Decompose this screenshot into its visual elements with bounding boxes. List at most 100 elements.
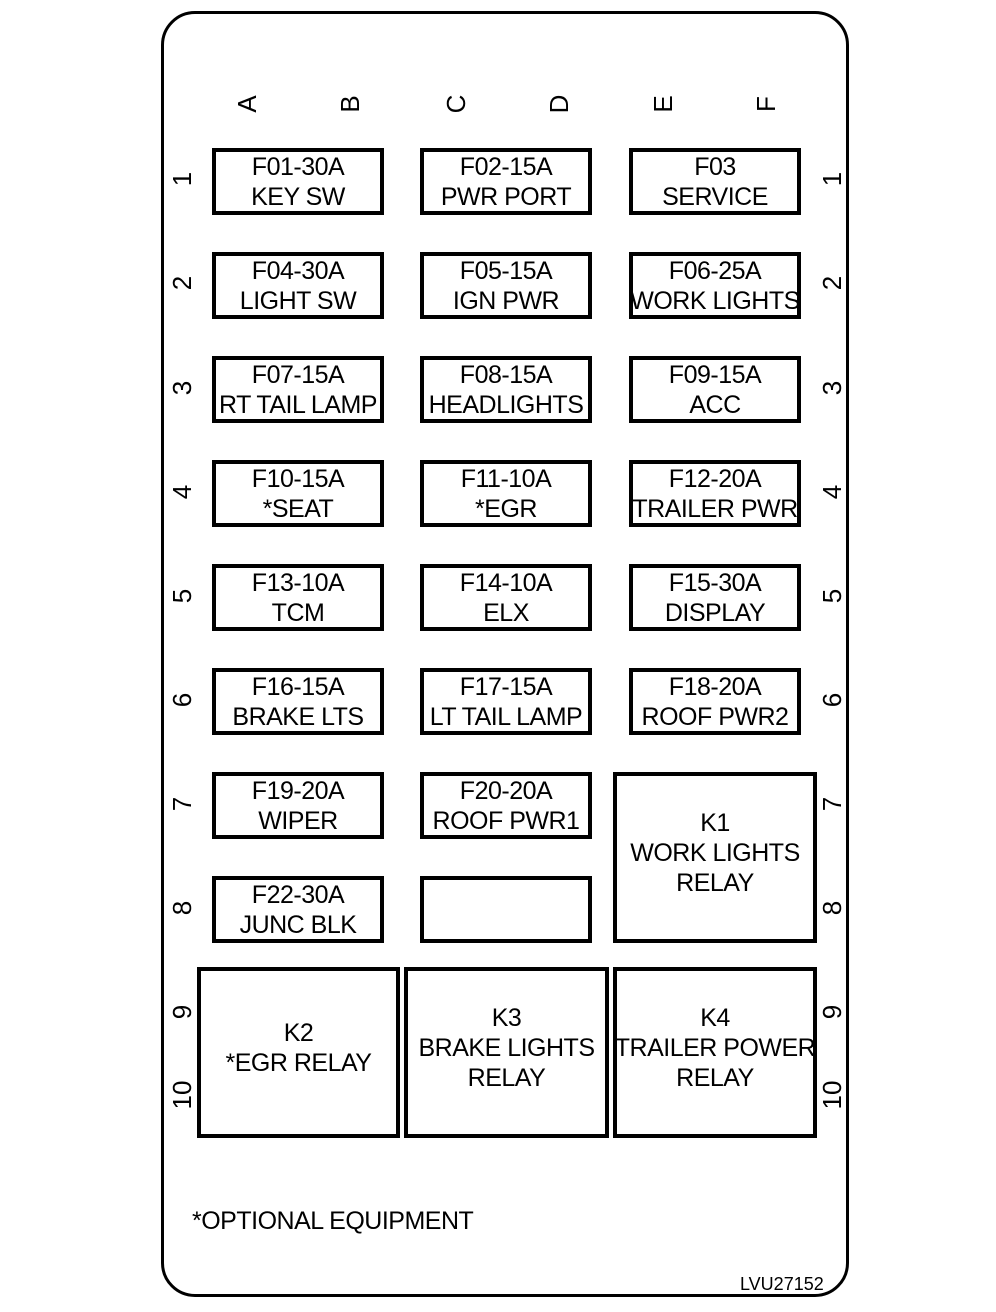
relay-name: *EGR RELAY [225,1048,372,1077]
relay-name: WORK LIGHTS [630,838,800,867]
fuse-circuit: PWR PORT [440,182,572,211]
row-label-right-10: 10 [816,1080,847,1110]
fuse-f11: F11-10A *EGR [420,460,592,527]
fuse-rating: F19-20A [251,776,345,805]
fuse-rating: F03 [694,152,736,181]
fuse-rating: F18-20A [668,672,762,701]
fuse-rating: F06-25A [668,256,762,285]
fuse-rating: F17-15A [459,672,553,701]
row-label-right-9: 9 [816,1004,847,1020]
relay-type: RELAY [676,1063,754,1092]
fuse-f08: F08-15A HEADLIGHTS [420,356,592,423]
fuse-f18: F18-20A ROOF PWR2 [629,668,801,735]
relay-k3: K3 BRAKE LIGHTS RELAY [404,967,609,1138]
fuse-f14: F14-10A ELX [420,564,592,631]
fuse-rating: F05-15A [459,256,553,285]
fuse-f19: F19-20A WIPER [212,772,384,839]
fuse-circuit: TCM [271,598,325,627]
relay-k4: K4 TRAILER POWER RELAY [613,967,817,1138]
fuse-rating: F22-30A [251,880,345,909]
row-label-left-6: 6 [166,692,197,708]
fuse-f22: F22-30A JUNC BLK [212,876,384,943]
fuse-circuit: HEADLIGHTS [428,390,584,419]
fuse-rating: F12-20A [668,464,762,493]
fuse-circuit: IGN PWR [452,286,560,315]
fuse-f12: F12-20A TRAILER PWR [629,460,801,527]
column-header-b: B [334,95,365,113]
fuse-circuit: BRAKE LTS [232,702,364,731]
fuse-circuit: TRAILER PWR [632,494,798,523]
row-label-left-5: 5 [166,588,197,604]
fuse-f02: F02-15A PWR PORT [420,148,592,215]
row-label-right-4: 4 [816,484,847,500]
relay-type: RELAY [676,868,754,897]
fuse-rating: F08-15A [459,360,553,389]
fuse-circuit: WORK LIGHTS [630,286,800,315]
fuse-f15: F15-30A DISPLAY [629,564,801,631]
row-label-right-8: 8 [816,900,847,916]
fuse-circuit: DISPLAY [664,598,766,627]
fuse-rating: F15-30A [668,568,762,597]
relay-id: K3 [491,1003,522,1032]
fuse-f07: F07-15A RT TAIL LAMP [212,356,384,423]
relay-k2: K2 *EGR RELAY [197,967,400,1138]
fuse-rating: F11-10A [460,464,552,493]
fuse-circuit: WIPER [258,806,338,835]
fuse-panel-outline [161,11,849,1297]
fuse-circuit: LT TAIL LAMP [429,702,583,731]
relay-id: K2 [283,1018,314,1047]
relay-name: TRAILER POWER [614,1033,816,1062]
row-label-left-1: 1 [166,171,197,187]
fuse-f09: F09-15A ACC [629,356,801,423]
row-label-right-6: 6 [816,692,847,708]
fuse-f01: F01-30A KEY SW [212,148,384,215]
fuse-rating: F07-15A [251,360,345,389]
fuse-circuit: ROOF PWR2 [641,702,789,731]
fuse-rating: F10-15A [251,464,345,493]
fuse-circuit: SERVICE [662,182,768,211]
fuse-rating: F04-30A [251,256,345,285]
figure-code: LVU27152 [740,1274,824,1294]
row-label-left-2: 2 [166,275,197,291]
column-header-a: A [231,95,262,113]
relay-id: K4 [700,1003,730,1032]
fuse-f03: F03 SERVICE [629,148,801,215]
row-label-left-4: 4 [166,484,197,500]
fuse-circuit: *EGR [475,494,537,523]
fuse-rating: F01-30A [251,152,345,181]
column-header-e: E [647,95,678,113]
fuse-circuit: LIGHT SW [239,286,357,315]
fuse-f06: F06-25A WORK LIGHTS [629,252,801,319]
fuse-f04: F04-30A LIGHT SW [212,252,384,319]
fuse-f10: F10-15A *SEAT [212,460,384,527]
fuse-rating: F09-15A [668,360,762,389]
fuse-circuit: ACC [689,390,741,419]
fuse-f17: F17-15A LT TAIL LAMP [420,668,592,735]
row-label-left-3: 3 [166,380,197,396]
row-label-left-10: 10 [166,1080,197,1110]
fuse-f16: F16-15A BRAKE LTS [212,668,384,735]
fuse-circuit: ROOF PWR1 [432,806,580,835]
fuse-circuit: JUNC BLK [239,910,357,939]
fuse-rating: F20-20A [459,776,553,805]
row-label-left-8: 8 [166,900,197,916]
fuse-circuit: ELX [483,598,529,627]
fuse-rating: F16-15A [251,672,345,701]
fuse-f20: F20-20A ROOF PWR1 [420,772,592,839]
fuse-rating: F13-10A [251,568,345,597]
relay-id: K1 [700,808,730,837]
column-header-d: D [543,94,574,114]
row-label-right-5: 5 [816,588,847,604]
fuse-empty-slot [420,876,592,943]
relay-name: BRAKE LIGHTS [418,1033,596,1062]
row-label-right-3: 3 [816,380,847,396]
fuse-circuit: RT TAIL LAMP [219,390,377,419]
column-header-f: F [750,96,781,112]
fuse-f05: F05-15A IGN PWR [420,252,592,319]
column-header-c: C [440,94,471,114]
fuse-circuit: KEY SW [251,182,345,211]
fuse-f13: F13-10A TCM [212,564,384,631]
row-label-left-9: 9 [166,1004,197,1020]
row-label-right-7: 7 [816,796,847,812]
relay-k1: K1 WORK LIGHTS RELAY [613,772,817,943]
